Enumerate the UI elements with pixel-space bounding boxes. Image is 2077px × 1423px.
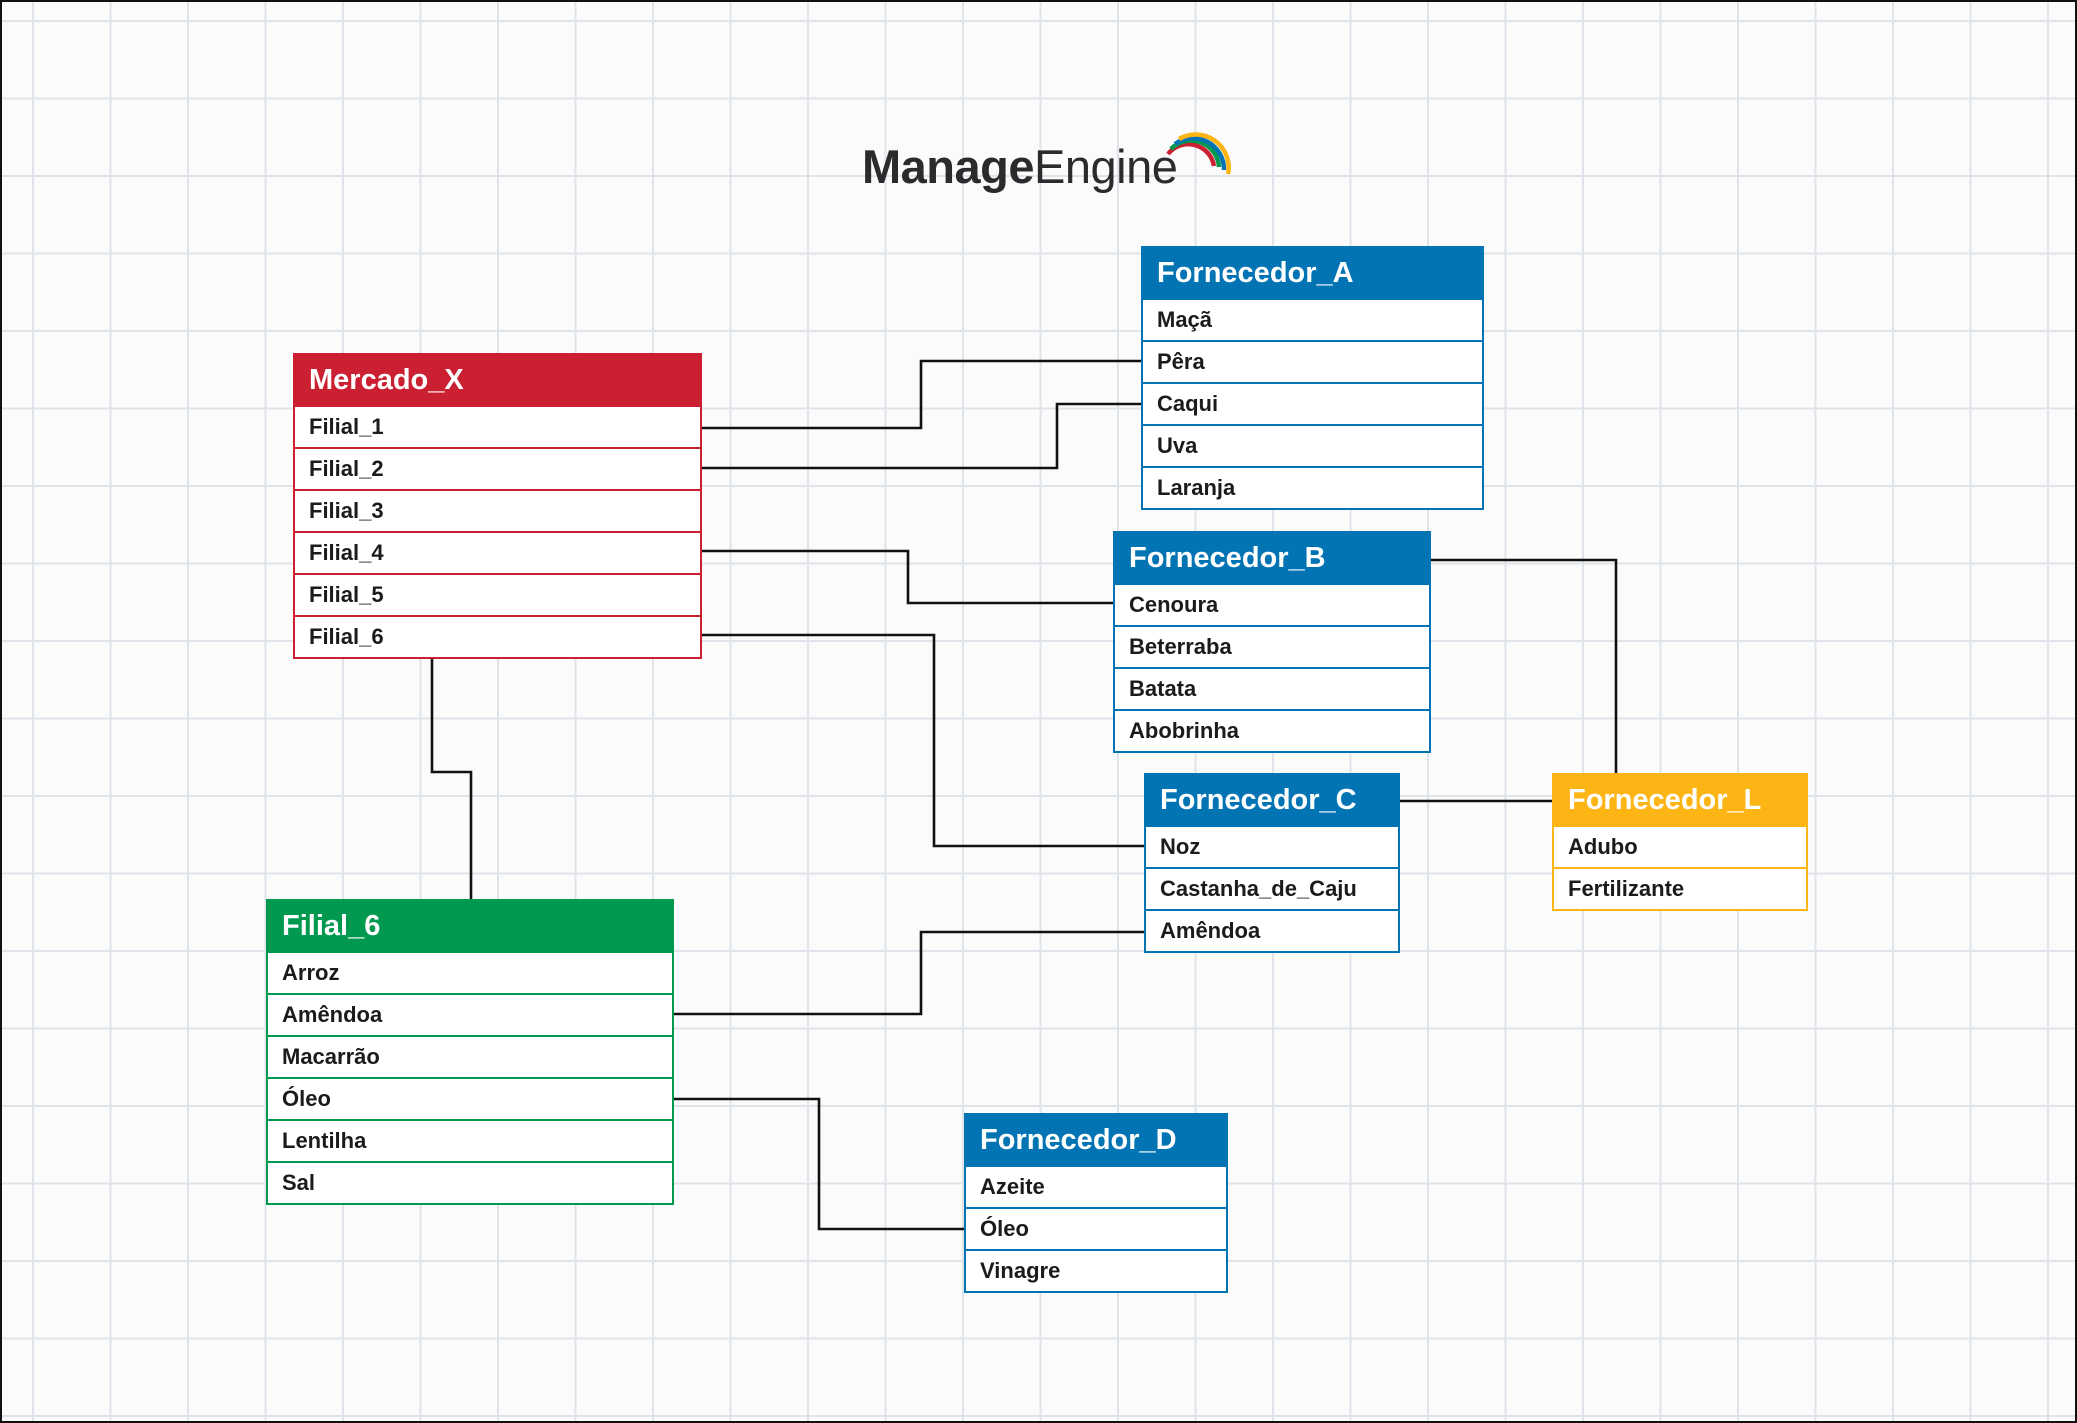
table-title: Mercado_X <box>295 355 700 405</box>
table-row[interactable]: Filial_5 <box>295 573 700 615</box>
link-filial2-caqui <box>701 402 1143 470</box>
link-filial1-pera <box>701 359 1143 430</box>
table-fornecedor-a[interactable]: Fornecedor_A Maçã Pêra Caqui Uva Laranja <box>1141 246 1484 510</box>
table-row[interactable]: Adubo <box>1554 825 1806 867</box>
table-row[interactable]: Caqui <box>1143 382 1482 424</box>
table-row[interactable]: Filial_4 <box>295 531 700 573</box>
table-title: Fornecedor_C <box>1146 775 1398 825</box>
table-title: Fornecedor_L <box>1554 775 1806 825</box>
link-amendoa-amendoa <box>673 930 1146 1016</box>
table-row[interactable]: Abobrinha <box>1115 709 1429 751</box>
table-row[interactable]: Sal <box>268 1161 672 1203</box>
table-mercado-x[interactable]: Mercado_X Filial_1 Filial_2 Filial_3 Fil… <box>293 353 702 659</box>
link-filial4-cenoura <box>701 549 1115 605</box>
link-fornb-fornl <box>1430 558 1618 776</box>
table-fornecedor-d[interactable]: Fornecedor_D Azeite Óleo Vinagre <box>964 1113 1228 1293</box>
table-title: Filial_6 <box>268 901 672 951</box>
table-row[interactable]: Pêra <box>1143 340 1482 382</box>
link-mercado-filial6 <box>430 654 473 901</box>
table-filial-6[interactable]: Filial_6 Arroz Amêndoa Macarrão Óleo Len… <box>266 899 674 1205</box>
table-row[interactable]: Uva <box>1143 424 1482 466</box>
table-title: Fornecedor_A <box>1143 248 1482 298</box>
table-title: Fornecedor_D <box>966 1115 1226 1165</box>
table-row[interactable]: Amêndoa <box>1146 909 1398 951</box>
table-fornecedor-b[interactable]: Fornecedor_B Cenoura Beterraba Batata Ab… <box>1113 531 1431 753</box>
table-row[interactable]: Arroz <box>268 951 672 993</box>
table-row[interactable]: Óleo <box>268 1077 672 1119</box>
table-row[interactable]: Vinagre <box>966 1249 1226 1291</box>
table-row[interactable]: Castanha_de_Caju <box>1146 867 1398 909</box>
table-fornecedor-c[interactable]: Fornecedor_C Noz Castanha_de_Caju Amêndo… <box>1144 773 1400 953</box>
manageengine-logo: ManageEngine <box>862 132 1231 200</box>
table-row[interactable]: Óleo <box>966 1207 1226 1249</box>
logo-text: ManageEngine <box>862 139 1178 193</box>
logo-arcs-icon <box>1166 132 1231 175</box>
table-row[interactable]: Azeite <box>966 1165 1226 1207</box>
table-fornecedor-l[interactable]: Fornecedor_L Adubo Fertilizante <box>1552 773 1808 911</box>
table-row[interactable]: Batata <box>1115 667 1429 709</box>
table-row[interactable]: Lentilha <box>268 1119 672 1161</box>
table-title: Fornecedor_B <box>1115 533 1429 583</box>
table-row[interactable]: Laranja <box>1143 466 1482 508</box>
table-row[interactable]: Filial_6 <box>295 615 700 657</box>
table-row[interactable]: Macarrão <box>268 1035 672 1077</box>
table-row[interactable]: Filial_2 <box>295 447 700 489</box>
link-oleo-oleo <box>673 1097 966 1231</box>
table-row[interactable]: Fertilizante <box>1554 867 1806 909</box>
table-row[interactable]: Filial_3 <box>295 489 700 531</box>
table-row[interactable]: Maçã <box>1143 298 1482 340</box>
table-row[interactable]: Beterraba <box>1115 625 1429 667</box>
table-row[interactable]: Cenoura <box>1115 583 1429 625</box>
link-filial6-noz <box>701 633 1146 848</box>
table-row[interactable]: Noz <box>1146 825 1398 867</box>
table-row[interactable]: Amêndoa <box>268 993 672 1035</box>
table-row[interactable]: Filial_1 <box>295 405 700 447</box>
